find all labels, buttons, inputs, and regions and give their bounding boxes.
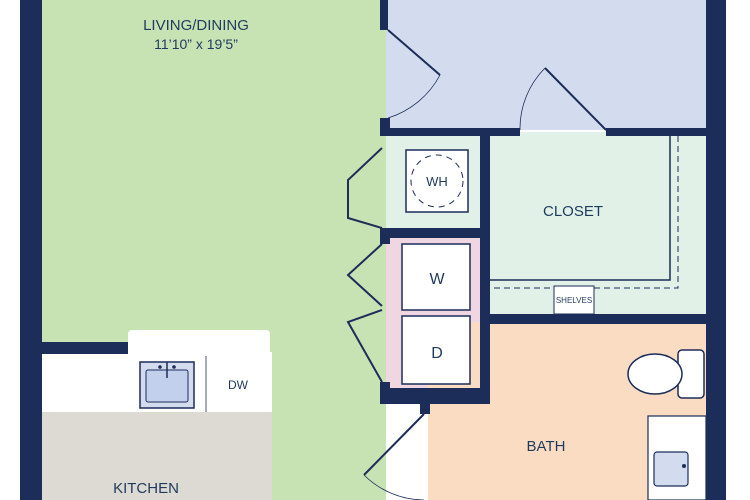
laundry-door-upper[interactable] xyxy=(346,243,383,307)
bath-sink xyxy=(653,451,689,487)
faucet-handle-left xyxy=(158,365,162,369)
dryer xyxy=(401,315,471,385)
bedroom-area xyxy=(386,0,706,130)
living-dining-dims: 11’10” x 19’5” xyxy=(154,36,238,52)
dryer-label: D xyxy=(431,345,443,362)
shelves-label: SHELVES xyxy=(556,296,592,305)
toilet-bowl xyxy=(627,353,683,395)
closet-shelf-line xyxy=(488,136,671,281)
wall-laundry-bottom xyxy=(380,388,490,404)
kitchen-label: KITCHEN xyxy=(113,480,179,497)
washer-label: W xyxy=(429,271,445,288)
wall-closet-bottom xyxy=(480,314,706,324)
bedroom-door-arc xyxy=(387,74,441,119)
closet-door-arc xyxy=(519,67,546,131)
wall-bedroom-left xyxy=(380,118,390,136)
wall-bedroom-bottom-a xyxy=(380,128,520,136)
closet-area xyxy=(488,132,706,317)
closet-label: CLOSET xyxy=(543,203,603,220)
dishwasher-label: DW xyxy=(228,378,249,392)
water-heater-label: WH xyxy=(426,174,448,189)
bath-label: BATH xyxy=(527,438,566,455)
closet-door[interactable] xyxy=(544,67,607,131)
wall-bedroom-bottom-b xyxy=(606,128,706,136)
kitchen-counter-peninsula xyxy=(128,330,270,356)
bath-door[interactable] xyxy=(363,413,425,476)
faucet-handle-right xyxy=(172,365,176,369)
closet-rod-line xyxy=(488,136,679,289)
wall-left xyxy=(20,0,42,500)
water-heater xyxy=(405,149,469,213)
living-dining-label: LIVING/DINING xyxy=(143,17,249,34)
bath-sink-drain xyxy=(682,464,686,468)
wall-wh-right xyxy=(480,128,490,323)
washer xyxy=(401,243,471,311)
wall-wh-bottom xyxy=(380,228,490,238)
kitchen-area xyxy=(40,412,272,500)
water-heater-tank xyxy=(410,154,464,208)
wh-closet-door[interactable] xyxy=(347,147,383,229)
shelves xyxy=(553,285,595,315)
wall-laundry-right xyxy=(480,314,490,404)
wall-bath-left-stub xyxy=(420,396,430,414)
bedroom-door[interactable] xyxy=(387,29,441,76)
wall-laundry-left-top xyxy=(380,228,390,244)
wall-kitchen-top xyxy=(40,342,128,354)
wall-right xyxy=(706,0,726,500)
wall-bedroom-top-stub xyxy=(380,0,388,30)
laundry-door-lower[interactable] xyxy=(346,309,383,383)
